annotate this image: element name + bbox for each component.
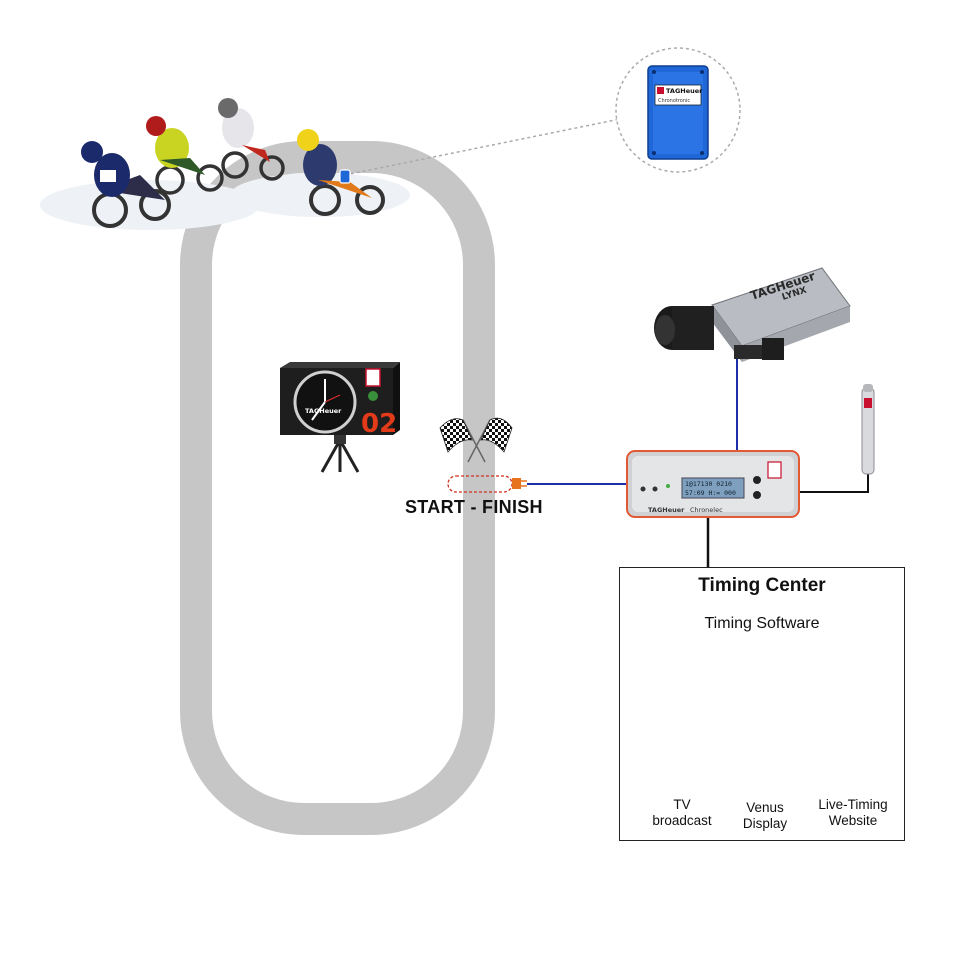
rider-3	[218, 98, 285, 181]
live-timing-website-label-line2: Website	[828, 813, 878, 828]
transponder-device: TAGHeuer Chronotronic	[647, 65, 709, 160]
checkered-flags-icon	[439, 417, 513, 463]
venus-display-label-line1: Venus	[746, 800, 784, 815]
start-finish-label: START - FINISH	[405, 497, 543, 517]
lynx-photo-finish-camera: TAGHeuer LYNX	[654, 267, 851, 362]
hand-pushbutton	[861, 384, 875, 475]
chronometer-lcd-line2: 57:09 H:= 000	[685, 489, 736, 497]
chronelec-chronometer: 1@17130 0210 57:09 H:= 000 TAGHeuer Chro…	[626, 450, 800, 518]
live-timing-website-label-line1: Live-Timing	[818, 797, 888, 812]
scoreboard-brand: TAGHeuer	[305, 407, 342, 415]
pushbutton-to-chronometer-cable	[799, 474, 869, 493]
rider-1	[81, 141, 171, 228]
transponder-model: Chronotronic	[658, 98, 690, 104]
finish-line-connector	[512, 478, 527, 489]
transponder-on-bike	[339, 169, 351, 184]
chronometer-model: Chronelec	[690, 506, 723, 514]
rider-4	[297, 129, 385, 216]
chronometer-button-1	[753, 476, 761, 484]
venus-display-label-line2: Display	[742, 816, 788, 831]
live-timing-website-label: Live-Timing Website	[807, 797, 899, 829]
tv-broadcast-label-line2: broadcast	[652, 813, 712, 828]
scoreboard-clock-display: TAGHeuer 02	[280, 362, 400, 473]
rider-2	[146, 116, 224, 195]
transponder-brand: TAGHeuer	[666, 87, 703, 95]
timing-center-title: Timing Center	[698, 575, 826, 596]
chronometer-button-2	[753, 491, 761, 499]
scoreboard-logo	[365, 368, 381, 387]
timing-software-label: Timing Software	[704, 615, 820, 632]
chronometer-brand: TAGHeuer	[648, 506, 685, 514]
chronometer-logo	[767, 461, 782, 479]
timing-center-box	[619, 567, 905, 841]
scoreboard-digits: 02	[361, 409, 397, 439]
speedway-riders-image	[40, 98, 410, 230]
tv-broadcast-label-line1: TV	[673, 797, 691, 812]
race-track	[180, 141, 495, 835]
transponder-zoom: TAGHeuer Chronotronic	[615, 47, 741, 173]
chronometer-lcd	[681, 477, 745, 499]
venus-display-label: Venus Display	[720, 800, 810, 832]
chronometer-lcd-line1: 1@17130 0210	[685, 480, 732, 488]
tv-broadcast-label: TV broadcast	[637, 797, 727, 829]
